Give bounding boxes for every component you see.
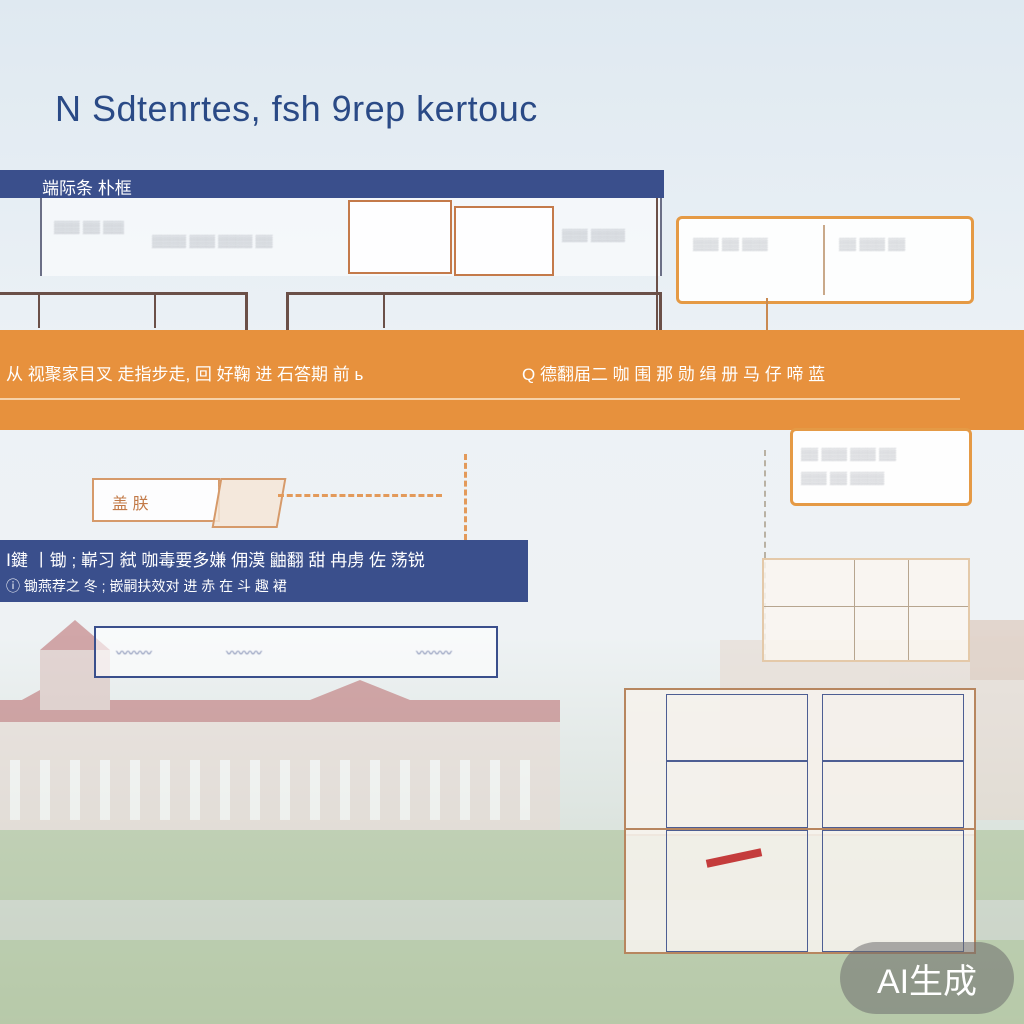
band-text-left: 从 视聚家目叉 走指步走, 回 好鞠 进 石答期 前 ь xyxy=(6,365,364,384)
table-rule xyxy=(854,560,855,660)
navy-banner-line1: Ⅰ鍵 丨锄 ; 嶄习 弑 咖毒要多嫌 佣漠 鼬翻 甜 冉虏 佐 荡锐 xyxy=(6,551,425,570)
connector-bracket-left xyxy=(0,292,248,331)
connector-line xyxy=(383,292,385,328)
header-bar-label: 端际条 朴框 xyxy=(42,179,132,198)
top-content-panel: ▒▒▒ ▒▒ ▒▒▒ ▒▒▒▒ ▒▒▒ ▒▒▒▒ ▒▒ ▒▒▒ ▒▒▒▒ xyxy=(40,198,662,276)
diagram-title: N Sdtenrtes, fsh 9rep kertouc xyxy=(55,88,538,129)
blurred-text-block: ▒▒▒▒ ▒▒▒ ▒▒▒▒ ▒▒ xyxy=(152,234,273,248)
table-cell xyxy=(822,830,964,952)
dashed-connector-vertical xyxy=(764,450,766,660)
sub-label-text: 盖 朕 xyxy=(112,496,149,513)
bottom-grid-table xyxy=(624,828,976,954)
table-cell xyxy=(666,694,808,762)
table-cell xyxy=(822,760,964,828)
blurred-text-block: ▒▒ ▒▒▒ ▒▒ xyxy=(839,237,906,251)
table-cell xyxy=(666,830,808,952)
connector-line xyxy=(38,292,40,328)
lower-grid-table xyxy=(624,688,976,836)
connector-line xyxy=(766,298,768,334)
blurred-text-block: ▒▒ ▒▒▒ ▒▒▒ ▒▒ xyxy=(801,447,897,461)
blurred-text-block: ▒▒▒ ▒▒▒▒ xyxy=(562,228,625,242)
sketch-strip: 〰〰〰 〰〰〰 〰〰〰 xyxy=(94,626,498,678)
sketch-scribble: 〰〰〰 xyxy=(226,646,263,660)
ai-generated-badge: AI生成 xyxy=(840,942,1014,1014)
blurred-text-block: ▒▒▒ ▒▒ ▒▒▒ xyxy=(693,237,768,251)
orange-process-band: 从 视聚家目叉 走指步走, 回 好鞠 进 石答期 前 ь Q 德翻届二 咖 围 … xyxy=(0,330,1024,430)
sketch-scribble: 〰〰〰 xyxy=(116,646,153,660)
inner-box-left xyxy=(348,200,452,274)
navy-banner-line2: ⓘ 锄燕荐之 冬 ; 嵌嗣扶效对 进 赤 在 斗 趣 裙 xyxy=(6,578,287,594)
dashed-connector xyxy=(278,494,442,497)
header-bar: 端际条 朴框 xyxy=(0,170,664,198)
dashed-connector-vertical xyxy=(464,454,467,540)
sub-label-tag xyxy=(211,478,287,528)
top-right-orange-box: ▒▒▒ ▒▒ ▒▒▒ ▒▒ ▒▒▒ ▒▒ xyxy=(676,216,974,304)
band-text-right: Q 德翻届二 咖 围 那 勋 缉 册 马 仔 啼 蓝 xyxy=(522,365,826,384)
box-divider xyxy=(823,225,825,295)
connector-line xyxy=(154,292,156,328)
table-rule xyxy=(764,606,968,607)
connector-line xyxy=(656,198,658,338)
navy-banner: Ⅰ鍵 丨锄 ; 嶄习 弑 咖毒要多嫌 佣漠 鼬翻 甜 冉虏 佐 荡锐 ⓘ 锄燕荐… xyxy=(0,540,528,602)
inner-box-right xyxy=(454,206,554,276)
right-note-box: ▒▒ ▒▒▒ ▒▒▒ ▒▒ ▒▒▒ ▒▒ ▒▒▒▒ xyxy=(790,428,972,506)
blurred-text-block: ▒▒▒ ▒▒ ▒▒▒▒ xyxy=(801,471,885,485)
table-cell xyxy=(822,694,964,762)
blurred-text-block: ▒▒▒ ▒▒ ▒▒▒ xyxy=(54,220,124,234)
sketch-scribble: 〰〰〰 xyxy=(416,646,453,660)
band-underline xyxy=(0,398,960,400)
connector-bracket-right xyxy=(286,292,662,331)
sub-label-box: 盖 朕 xyxy=(92,478,220,522)
right-small-table xyxy=(762,558,970,662)
table-cell xyxy=(666,760,808,828)
table-rule xyxy=(908,560,909,660)
